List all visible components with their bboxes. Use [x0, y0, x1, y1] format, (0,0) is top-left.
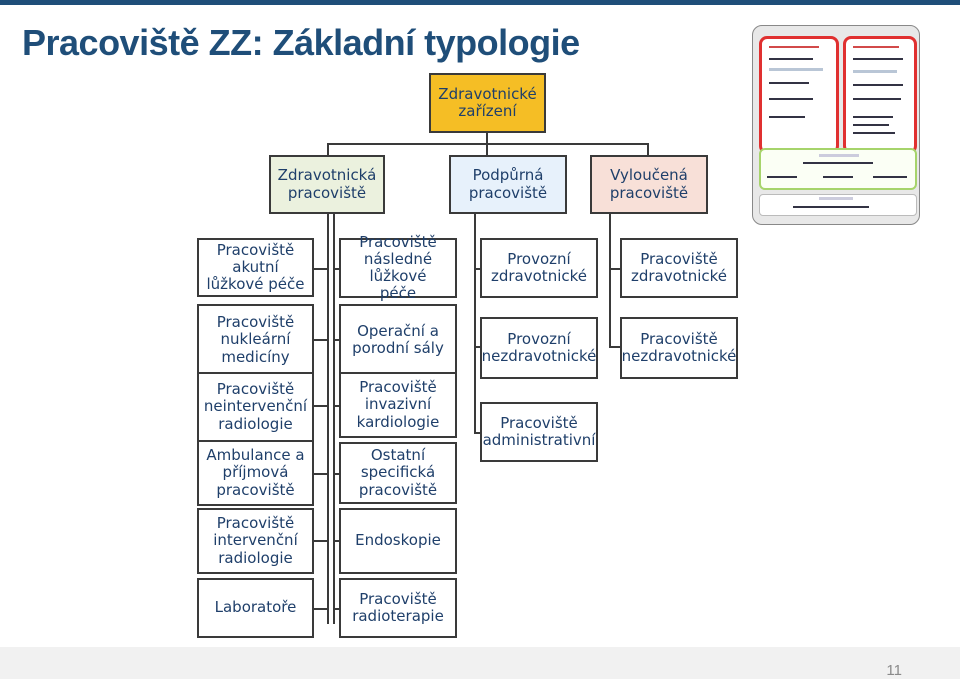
connector-line — [474, 212, 476, 434]
node-excluded-nonmedical: Pracoviště nezdravotnické — [620, 317, 738, 379]
category-clinical: Zdravotnická pracoviště — [269, 155, 385, 214]
connector-line — [312, 339, 328, 341]
node-operational-medical: Provozní zdravotnické — [480, 238, 598, 298]
slide-title: Pracoviště ZZ: Základní typologie — [22, 22, 580, 64]
node-laboratories: Laboratoře — [197, 578, 314, 638]
node-operating-rooms: Operační a porodní sály — [339, 304, 457, 376]
thumbnail-right-panel — [843, 36, 917, 154]
node-administrative: Pracoviště administrativní — [480, 402, 598, 462]
node-radiotherapy: Pracoviště radioterapie — [339, 578, 457, 638]
connector-line — [312, 473, 328, 475]
connector-line — [609, 212, 611, 348]
root-node: Zdravotnické zařízení — [429, 73, 546, 133]
node-endoscopy: Endoskopie — [339, 508, 457, 574]
node-ambulance: Ambulance a příjmová pracoviště — [197, 440, 314, 506]
node-nuclear-medicine: Pracoviště nukleární medicíny — [197, 304, 314, 376]
category-support: Podpůrná pracoviště — [449, 155, 567, 214]
connector-line — [312, 405, 328, 407]
node-intervention-radiology: Pracoviště intervenční radiologie — [197, 508, 314, 574]
overview-thumbnail — [752, 25, 920, 225]
node-nonintervention-radiology: Pracoviště neintervenční radiologie — [197, 372, 314, 442]
category-excluded: Vyloučená pracoviště — [590, 155, 708, 214]
connector-line — [327, 143, 649, 145]
node-operational-nonmedical: Provozní nezdravotnické — [480, 317, 598, 379]
connector-line — [333, 212, 335, 624]
node-other-specific: Ostatní specifická pracoviště — [339, 442, 457, 504]
node-invasive-cardiology: Pracoviště invazivní kardiologie — [339, 372, 457, 438]
footer-bar — [0, 647, 960, 679]
connector-line — [312, 608, 328, 610]
connector-line — [312, 268, 328, 270]
node-follow-up-care: Pracoviště následné lůžkové péče — [339, 238, 457, 298]
top-accent-bar — [0, 0, 960, 5]
node-excluded-medical: Pracoviště zdravotnické — [620, 238, 738, 298]
connector-line — [327, 212, 329, 624]
thumbnail-left-panel — [759, 36, 839, 154]
connector-line — [312, 540, 328, 542]
page-number: 11 — [886, 662, 902, 679]
node-acute-care: Pracoviště akutní lůžkové péče — [197, 238, 314, 297]
